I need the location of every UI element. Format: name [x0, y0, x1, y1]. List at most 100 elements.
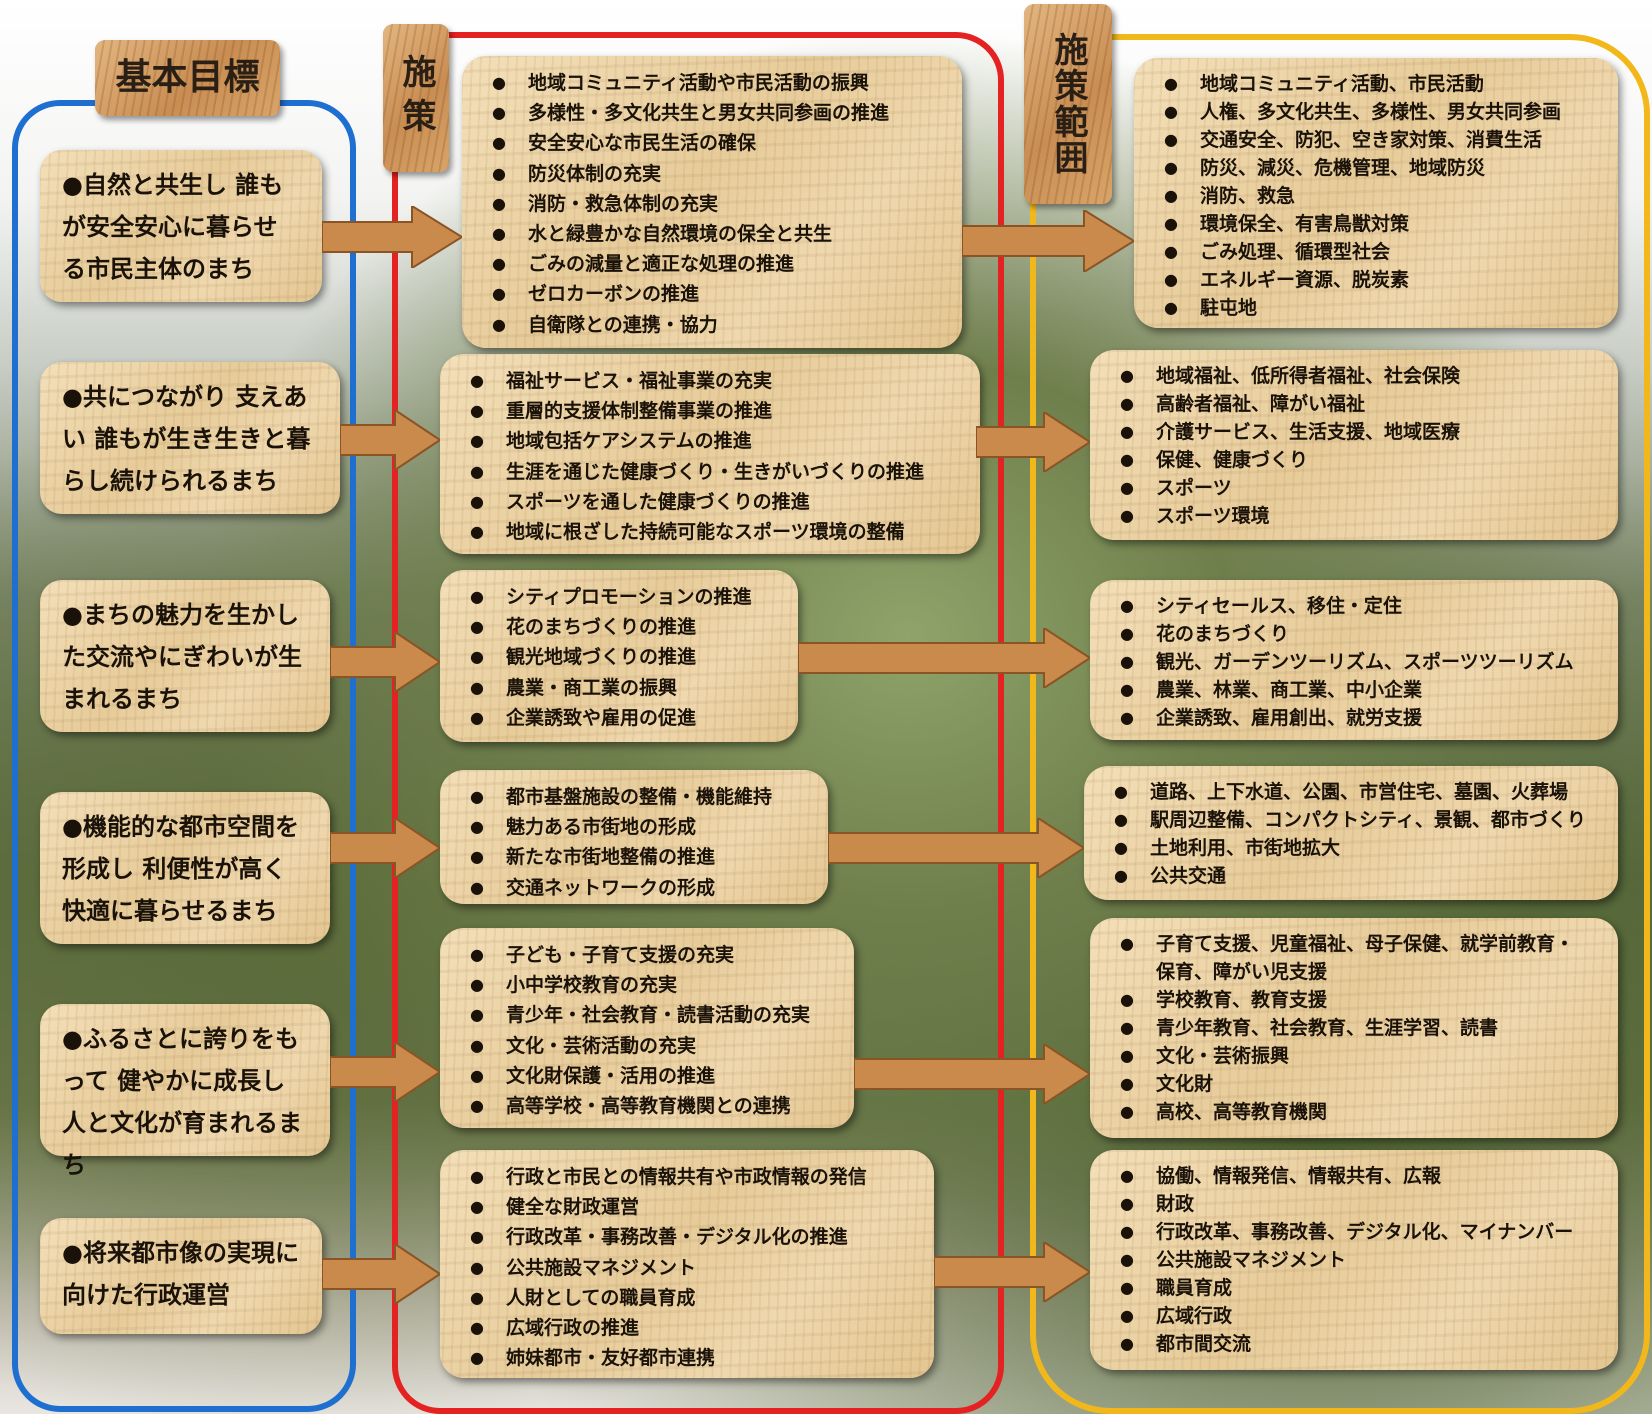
measure-item: 文化財保護・活用の推進	[460, 1061, 834, 1091]
scope-item: 土地利用、市街地拡大	[1104, 834, 1598, 862]
scope-item: 花のまちづくり	[1110, 620, 1598, 648]
scope-item: 介護サービス、生活支援、地域医療	[1110, 418, 1598, 446]
goal-box-5: ●ふるさとに誇りをもって 健やかに成長し 人と文化が育まれるまち	[40, 1004, 330, 1179]
measures-box-3: シティプロモーションの推進 花のまちづくりの推進 観光地域づくりの推進 農業・商…	[440, 570, 798, 742]
measure-item: 地域包括ケアシステムの推進	[460, 426, 960, 456]
arrow-right-icon	[330, 818, 440, 878]
scope-item: 保健、健康づくり	[1110, 446, 1598, 474]
measure-item: 重層的支援体制整備事業の推進	[460, 396, 960, 426]
scope-item: 交通安全、防犯、空き家対策、消費生活	[1154, 126, 1598, 154]
scope-item: 駐屯地	[1154, 294, 1598, 322]
scope-item: 農業、林業、商工業、中小企業	[1110, 676, 1598, 704]
scope-item: 駅周辺整備、コンパクトシティ、景観、都市づくり	[1104, 806, 1598, 834]
measure-item: 花のまちづくりの推進	[460, 612, 778, 642]
goal-box-6: ●将来都市像の実現に向けた行政運営	[40, 1218, 322, 1334]
scope-item: 環境保全、有害鳥獣対策	[1154, 210, 1598, 238]
measure-item: 農業・商工業の振興	[460, 673, 778, 703]
scope-box-4: 道路、上下水道、公園、市営住宅、墓園、火葬場 駅周辺整備、コンパクトシティ、景観…	[1084, 766, 1618, 900]
measure-item: 自衛隊との連携・協力	[482, 310, 942, 340]
measures-box-4: 都市基盤施設の整備・機能維持 魅力ある市街地の形成 新たな市街地整備の推進 交通…	[440, 770, 828, 904]
measure-item: 行政改革・事務改善・デジタル化の推進	[460, 1222, 914, 1252]
scope-box-3: シティセールス、移住・定住 花のまちづくり 観光、ガーデンツーリズム、スポーツツ…	[1090, 580, 1618, 740]
measures-box-1: 地域コミュニティ活動や市民活動の振興 多様性・多文化共生と男女共同参画の推進 安…	[462, 56, 962, 348]
measure-item: 生涯を通じた健康づくり・生きがいづくりの推進	[460, 457, 960, 487]
scope-item: スポーツ環境	[1110, 502, 1598, 530]
measure-item: 公共施設マネジメント	[460, 1253, 914, 1283]
goals-header: 基本目標	[95, 40, 280, 116]
scope-box-2: 地域福祉、低所得者福祉、社会保険 高齢者福祉、障がい福祉 介護サービス、生活支援…	[1090, 350, 1618, 540]
measure-item: ごみの減量と適正な処理の推進	[482, 249, 942, 279]
scope-item: 消防、救急	[1154, 182, 1598, 210]
goal-box-4: ●機能的な都市空間を形成し 利便性が高く快適に暮らせるまち	[40, 792, 330, 944]
measure-item: 文化・芸術活動の充実	[460, 1031, 834, 1061]
scope-item: 協働、情報発信、情報共有、広報	[1110, 1162, 1598, 1190]
measures-header: 施策	[383, 24, 449, 172]
measure-item: 小中学校教育の充実	[460, 970, 834, 1000]
scope-item: スポーツ	[1110, 474, 1598, 502]
measures-box-5: 子ども・子育て支援の充実 小中学校教育の充実 青少年・社会教育・読書活動の充実 …	[440, 928, 854, 1128]
goal-box-3: ●まちの魅力を生かした交流やにぎわいが生まれるまち	[40, 580, 330, 732]
measure-item: 多様性・多文化共生と男女共同参画の推進	[482, 98, 942, 128]
measure-item: 新たな市街地整備の推進	[460, 842, 808, 872]
measures-box-2: 福祉サービス・福祉事業の充実 重層的支援体制整備事業の推進 地域包括ケアシステム…	[440, 354, 980, 554]
scope-item: 学校教育、教育支援	[1110, 986, 1598, 1014]
measure-item: 地域コミュニティ活動や市民活動の振興	[482, 68, 942, 98]
measure-item: 観光地域づくりの推進	[460, 642, 778, 672]
arrow-right-icon	[322, 1244, 440, 1304]
measure-item: 広域行政の推進	[460, 1313, 914, 1343]
measure-item: 高等学校・高等教育機関との連携	[460, 1091, 834, 1121]
measure-item: 都市基盤施設の整備・機能維持	[460, 782, 808, 812]
scope-item: 都市間交流	[1110, 1330, 1598, 1358]
measure-item: 青少年・社会教育・読書活動の充実	[460, 1000, 834, 1030]
arrow-right-icon	[828, 818, 1084, 878]
measure-item: シティプロモーションの推進	[460, 582, 778, 612]
scope-item: 観光、ガーデンツーリズム、スポーツツーリズム	[1110, 648, 1598, 676]
scope-item: 高齢者福祉、障がい福祉	[1110, 390, 1598, 418]
measure-item: 魅力ある市街地の形成	[460, 812, 808, 842]
measure-item: 企業誘致や雇用の促進	[460, 703, 778, 733]
scope-item: エネルギー資源、脱炭素	[1154, 266, 1598, 294]
measures-column-frame	[392, 32, 1004, 1414]
arrow-right-icon	[854, 1044, 1090, 1104]
scope-item: 人権、多文化共生、多様性、男女共同参画	[1154, 98, 1598, 126]
measures-box-6: 行政と市民との情報共有や市政情報の発信 健全な財政運営 行政改革・事務改善・デジ…	[440, 1150, 934, 1378]
goal-box-2: ●共につながり 支えあい 誰もが生き生きと暮らし続けられるまち	[40, 362, 340, 514]
scope-item: 広域行政	[1110, 1302, 1598, 1330]
arrow-right-icon	[962, 210, 1134, 272]
scope-item: 道路、上下水道、公園、市営住宅、墓園、火葬場	[1104, 778, 1598, 806]
arrow-right-icon	[798, 628, 1090, 688]
scope-box-6: 協働、情報発信、情報共有、広報 財政 行政改革、事務改善、デジタル化、マイナンバ…	[1090, 1150, 1618, 1370]
measure-item: 安全安心な市民生活の確保	[482, 128, 942, 158]
scope-item: 行政改革、事務改善、デジタル化、マイナンバー	[1110, 1218, 1598, 1246]
arrow-right-icon	[340, 410, 440, 470]
scope-item: ごみ処理、循環型社会	[1154, 238, 1598, 266]
scope-item: 地域福祉、低所得者福祉、社会保険	[1110, 362, 1598, 390]
measure-item: 消防・救急体制の充実	[482, 189, 942, 219]
measure-item: 健全な財政運営	[460, 1192, 914, 1222]
scope-item: 地域コミュニティ活動、市民活動	[1154, 70, 1598, 98]
scope-header: 施策範囲	[1024, 4, 1112, 204]
scope-item: シティセールス、移住・定住	[1110, 592, 1598, 620]
scope-item: 高校、高等教育機関	[1110, 1098, 1598, 1126]
measure-item: 地域に根ざした持続可能なスポーツ環境の整備	[460, 517, 960, 547]
scope-item: 公共交通	[1104, 862, 1598, 890]
arrow-right-icon	[934, 1242, 1090, 1302]
scope-box-5: 子育て支援、児童福祉、母子保健、就学前教育・保育、障がい児支援 学校教育、教育支…	[1090, 918, 1618, 1138]
measure-item: 姉妹都市・友好都市連携	[460, 1343, 914, 1373]
arrow-right-icon	[976, 412, 1090, 472]
measure-item: 交通ネットワークの形成	[460, 873, 808, 903]
scope-item: 青少年教育、社会教育、生涯学習、読書	[1110, 1014, 1598, 1042]
scope-item: 防災、減災、危機管理、地域防災	[1154, 154, 1598, 182]
scope-item: 文化財	[1110, 1070, 1598, 1098]
measure-item: ゼロカーボンの推進	[482, 279, 942, 309]
measure-item: 人財としての職員育成	[460, 1283, 914, 1313]
arrow-right-icon	[322, 206, 462, 268]
goal-box-1: ●自然と共生し 誰もが安全安心に暮らせる市民主体のまち	[40, 150, 322, 302]
scope-item: 子育て支援、児童福祉、母子保健、就学前教育・保育、障がい児支援	[1110, 930, 1586, 986]
scope-item: 財政	[1110, 1190, 1598, 1218]
scope-item: 職員育成	[1110, 1274, 1598, 1302]
measure-item: スポーツを通した健康づくりの推進	[460, 487, 960, 517]
measure-item: 行政と市民との情報共有や市政情報の発信	[460, 1162, 914, 1192]
scope-item: 企業誘致、雇用創出、就労支援	[1110, 704, 1598, 732]
scope-item: 文化・芸術振興	[1110, 1042, 1598, 1070]
